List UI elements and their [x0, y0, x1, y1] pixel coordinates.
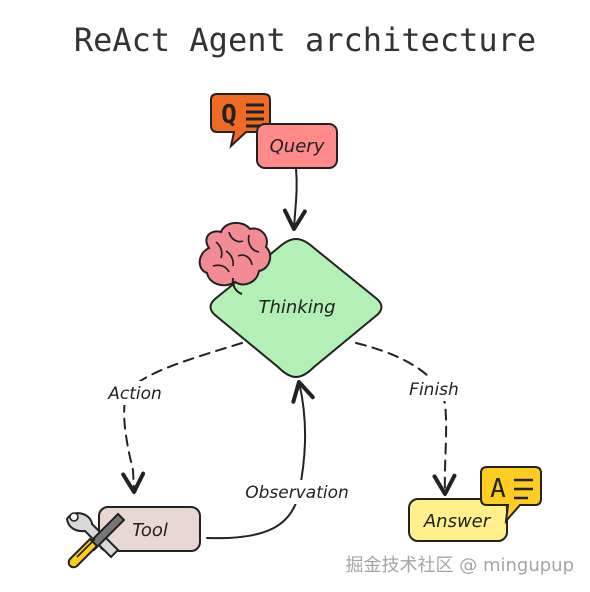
- query-to-thinking-arrow: [282, 167, 307, 231]
- action-label-background: [101, 381, 168, 405]
- answer-badge-letter: A: [490, 474, 506, 504]
- finish-label-background: [402, 377, 467, 401]
- action-edge-label: Action: [107, 384, 162, 404]
- answer-chat-icon: A: [480, 466, 542, 525]
- tool-node: Tool: [98, 506, 201, 552]
- thinking-node-label: Thinking: [258, 297, 335, 318]
- query-node-label: Query: [270, 136, 325, 157]
- brain-icon: [198, 222, 272, 295]
- tools-icon: [65, 512, 126, 569]
- action-edge: [121, 342, 243, 494]
- query-chat-icon: Q: [210, 93, 271, 149]
- finish-edge: [355, 342, 457, 496]
- watermark: 掘金技术社区 @ mingupup: [346, 555, 574, 576]
- observation-edge: [206, 380, 315, 540]
- query-node: Query: [256, 123, 338, 169]
- tool-node-label: Tool: [132, 520, 168, 541]
- finish-edge-label: Finish: [409, 380, 459, 400]
- answer-node-label: Answer: [423, 511, 492, 532]
- diagram-title: ReAct Agent architecture: [74, 21, 536, 59]
- observation-edge-label: Observation: [245, 483, 349, 503]
- observation-label-background: [238, 480, 356, 504]
- query-badge-letter: Q: [221, 100, 237, 130]
